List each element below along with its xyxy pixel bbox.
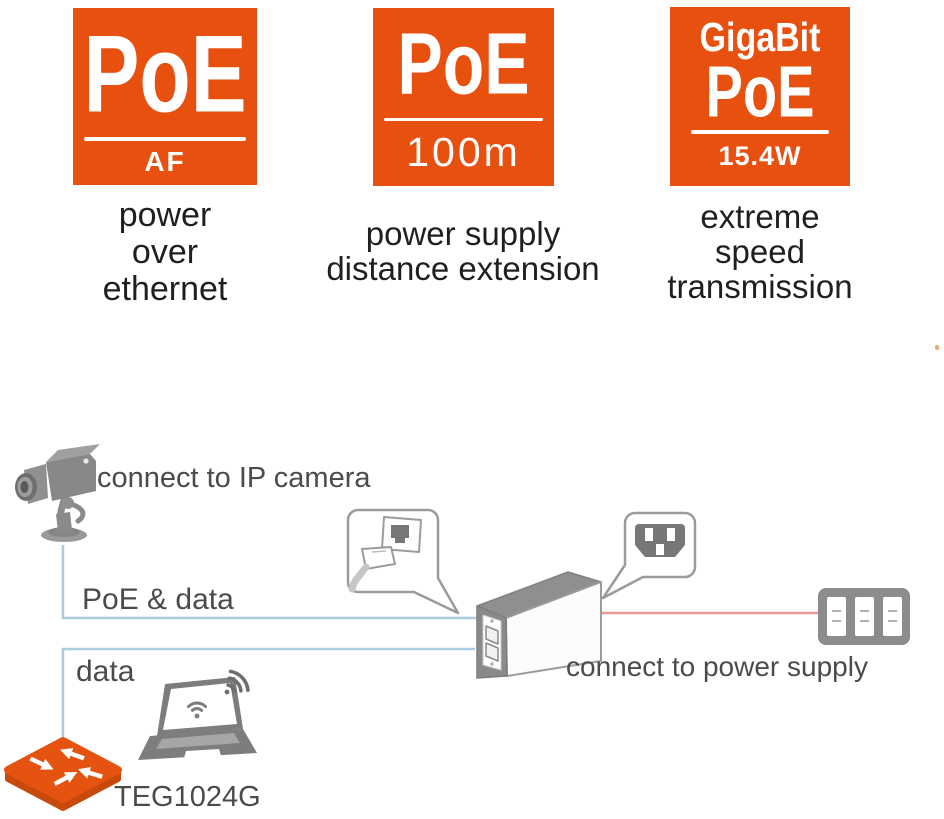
wall-switch-panel-icon <box>818 588 910 645</box>
connection-diagram <box>4 444 910 811</box>
cctv-camera-icon <box>15 444 100 542</box>
label-data: data <box>76 655 135 688</box>
rj45-port-2 <box>485 642 499 662</box>
ethernet-jack-and-plug-icon <box>348 516 422 593</box>
badge-poe-af: PoE AF <box>73 8 257 185</box>
rj45-port-1 <box>485 625 499 645</box>
badge-gigabit-poe-subtitle: 15.4W <box>718 141 802 171</box>
laptop-wifi-icon <box>138 669 257 760</box>
power-callout <box>601 511 697 600</box>
data-line <box>61 647 475 738</box>
label-connect-to-ip-camera: connect to IP camera <box>97 462 371 494</box>
poe-data-line <box>61 545 476 620</box>
iec-c14-power-inlet-icon <box>635 524 685 557</box>
caption-distance-extension: power supply distance extension <box>326 215 600 287</box>
badge-poe-100m-title: PoE <box>397 15 530 113</box>
badge-poe-af-title: PoE <box>83 12 247 136</box>
label-connect-to-power-supply: connect to power supply <box>566 651 868 682</box>
badge-poe-100m: PoE 100m <box>373 8 554 186</box>
caption-speed-transmission: extreme speed transmission <box>667 198 853 305</box>
poe-injector-device <box>476 571 602 679</box>
stray-orange-speck <box>935 345 939 350</box>
badge-gigabit-poe-title: PoE <box>705 50 815 133</box>
label-poe-and-data: PoE & data <box>82 583 234 616</box>
badge-divider <box>384 118 543 121</box>
label-switch-model: TEG1024G <box>114 781 261 813</box>
speech-bubble <box>346 508 460 615</box>
network-switch-icon <box>4 737 122 811</box>
badge-divider <box>691 130 829 134</box>
ethernet-callout <box>346 508 460 615</box>
caption-power-over-ethernet: power over ethernet <box>102 196 228 308</box>
badge-poe-af-subtitle: AF <box>144 146 186 177</box>
badge-gigabit-poe: GigaBit PoE 15.4W <box>670 7 850 186</box>
badge-poe-100m-subtitle: 100m <box>406 129 521 175</box>
badge-divider <box>84 137 246 141</box>
badge-gigabit-poe-topline: GigaBit <box>699 15 821 61</box>
